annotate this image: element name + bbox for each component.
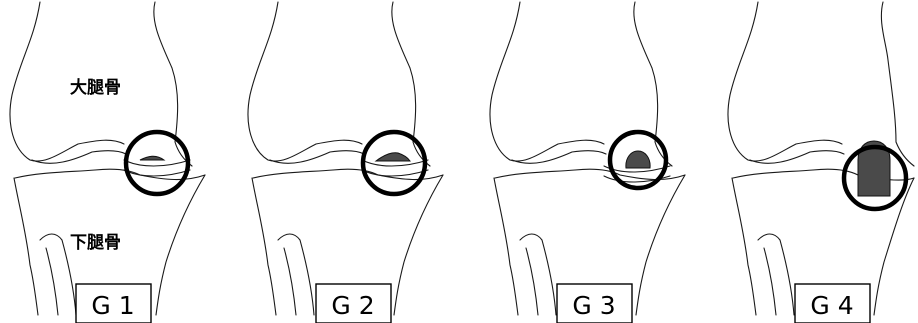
panel-g2: G 2 xyxy=(248,2,443,323)
cartilage-defect-g3 xyxy=(626,151,650,168)
femur-outline xyxy=(728,2,914,166)
cartilage-lines xyxy=(362,160,428,176)
panel-g3: G 3 xyxy=(490,2,685,323)
cartilage-defect-g1 xyxy=(140,156,164,160)
grade-label-g2: G 2 xyxy=(331,291,374,320)
femur-outline xyxy=(490,2,672,166)
panel-g1: 大腿骨 下腿骨 G 1 xyxy=(10,2,205,323)
panel-g4: G 4 xyxy=(728,2,914,323)
femur-label: 大腿骨 xyxy=(70,77,121,98)
grade-label-g4: G 4 xyxy=(810,291,853,320)
cartilage-lines xyxy=(124,160,190,176)
femur-outline xyxy=(248,2,430,166)
cartilage-defect-g2 xyxy=(376,153,410,161)
grade-label-g3: G 3 xyxy=(572,291,615,320)
grade-label-g1: G 1 xyxy=(91,291,134,320)
tibia-label: 下腿骨 xyxy=(70,233,121,253)
